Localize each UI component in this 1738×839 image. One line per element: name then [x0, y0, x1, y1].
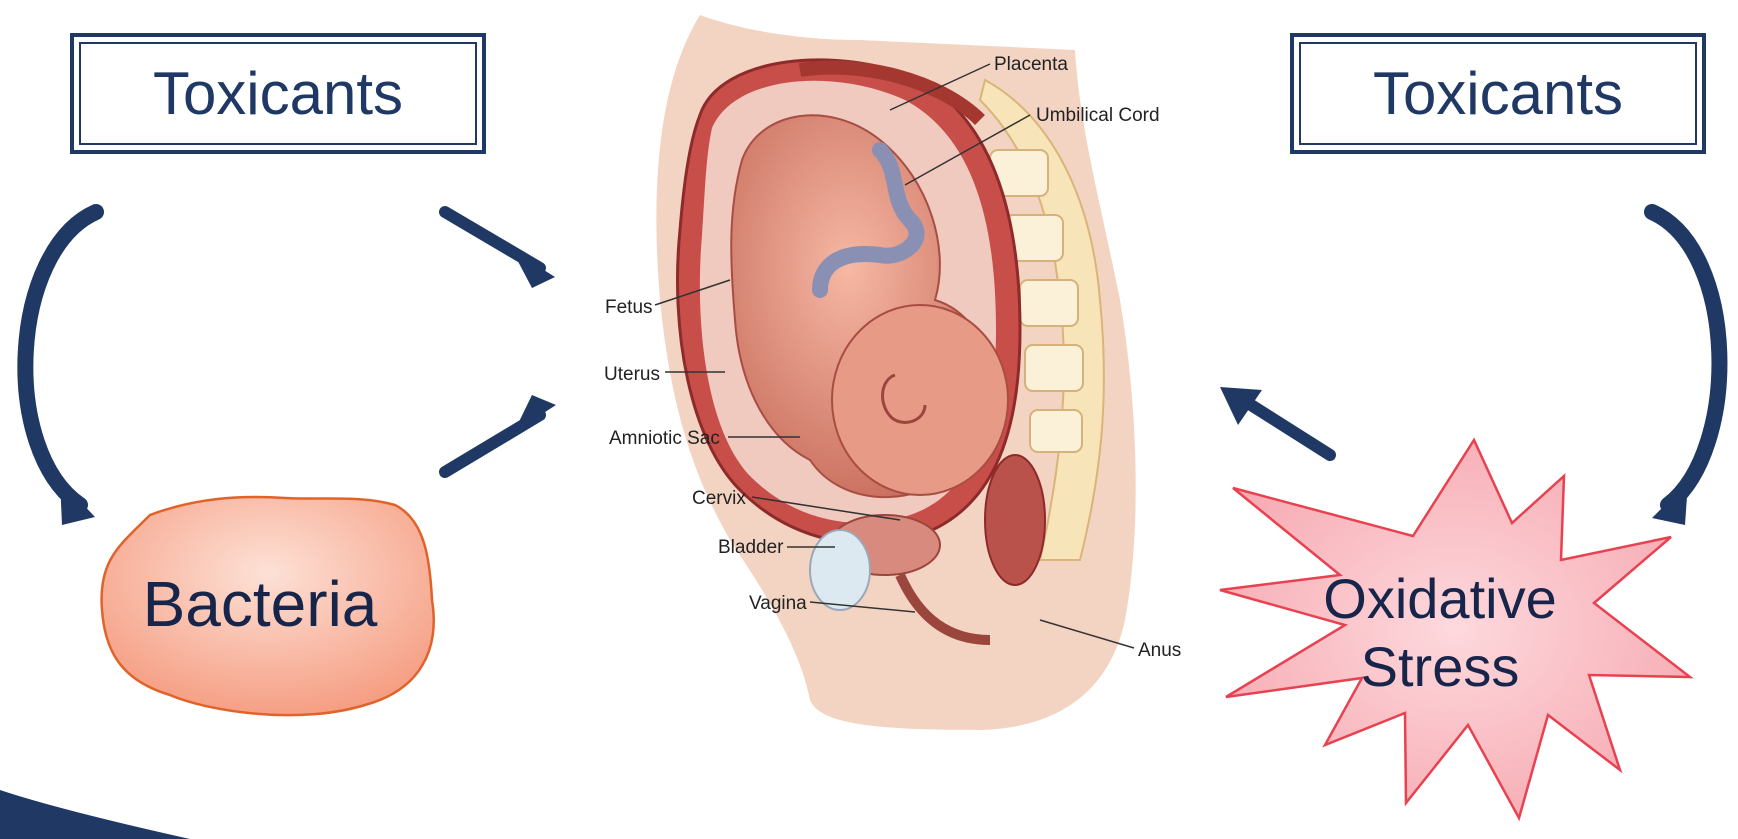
label-vagina: Vagina [749, 593, 807, 614]
label-uterus: Uterus [604, 364, 660, 385]
curved-arrow-right [1652, 212, 1719, 525]
oxidative-stress-line1: Oxidative [1300, 565, 1580, 633]
label-fetus: Fetus [605, 297, 653, 318]
label-anus: Anus [1138, 640, 1181, 661]
arrow-bacteria-to-fetus [445, 395, 556, 472]
arrow-stress-to-fetus [1220, 387, 1330, 455]
curved-arrow-left [25, 212, 96, 525]
corner-swoosh [0, 790, 190, 839]
oxidative-stress-line2: Stress [1300, 633, 1580, 701]
bacteria-label: Bacteria [110, 567, 410, 641]
arrow-toxicants-to-fetus [445, 212, 555, 288]
pregnancy-illustration: Placenta Umbilical Cord Fetus Uterus Amn… [604, 15, 1181, 730]
label-placenta: Placenta [994, 54, 1068, 75]
label-bladder: Bladder [718, 537, 784, 558]
oxidative-stress-label: Oxidative Stress [1300, 565, 1580, 701]
label-umbilical-cord: Umbilical Cord [1036, 105, 1160, 126]
label-amniotic-sac: Amniotic Sac [609, 428, 720, 449]
label-cervix: Cervix [692, 488, 746, 509]
